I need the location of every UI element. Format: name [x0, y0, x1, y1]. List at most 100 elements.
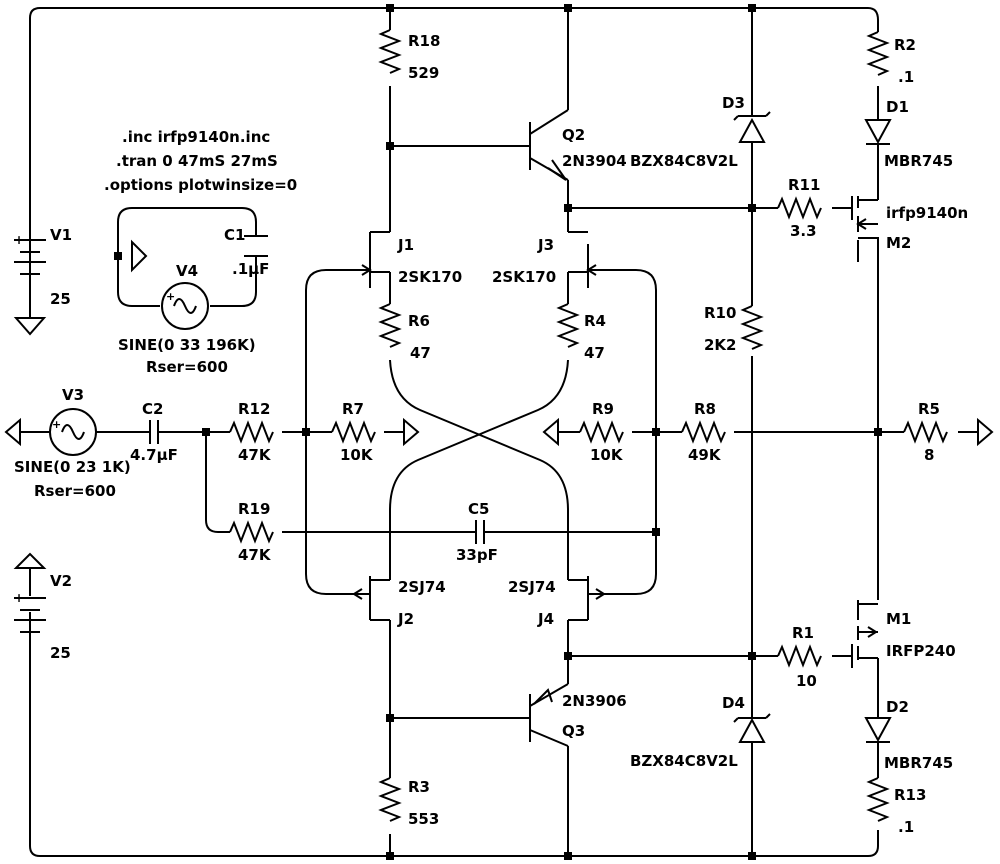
resistor-r12	[229, 422, 274, 442]
v2-plus-sign: +	[14, 591, 24, 605]
r3-ref: R3	[408, 778, 430, 796]
resistor-r2	[868, 31, 888, 76]
npn-transistor-q2	[529, 109, 569, 181]
r6-value: 47	[410, 344, 431, 362]
v4-ref: V4	[176, 262, 198, 280]
resistor-r5	[903, 422, 948, 442]
resistor-r10	[742, 305, 762, 350]
capacitor-c2	[149, 420, 159, 444]
v1-plus-sign: +	[14, 233, 24, 247]
v1-ref: V1	[50, 226, 72, 244]
directives-block: .inc irfp9140n.inc .tran 0 47mS 27mS .op…	[104, 128, 297, 194]
resistor-r8	[681, 422, 726, 442]
c5-value: 33pF	[456, 546, 498, 564]
r8-ref: R8	[694, 400, 716, 418]
d3-value: BZX84C8V2L	[630, 152, 738, 170]
q2-value: 2N3904	[562, 152, 627, 170]
m2-value: irfp9140n	[886, 204, 968, 222]
v1-value: 25	[50, 290, 71, 308]
ground-symbol-v4	[131, 239, 148, 273]
j3-ref: J3	[537, 236, 554, 254]
directive-options: .options plotwinsize=0	[104, 176, 297, 194]
v2-ref: V2	[50, 572, 72, 590]
p-mosfet-m2	[851, 196, 879, 262]
diode-d1	[864, 119, 892, 145]
input-port-arrow	[4, 417, 21, 447]
r13-ref: R13	[894, 786, 926, 804]
sine-source-v3	[49, 408, 97, 456]
resistor-r4	[558, 303, 578, 348]
p-jfet-j4	[568, 576, 606, 621]
r4-ref: R4	[584, 312, 606, 330]
v4-value: SINE(0 33 196K)	[118, 336, 256, 354]
v3-plus-sign: +	[52, 418, 61, 431]
r10-value: 2K2	[704, 336, 737, 354]
j1-ref: J1	[397, 236, 414, 254]
supply-arrow-v2	[13, 552, 47, 569]
j1-value: 2SK170	[398, 268, 462, 286]
d2-value: MBR745	[884, 754, 953, 772]
pnp-transistor-q3	[529, 656, 569, 747]
r12-value: 47K	[238, 446, 272, 464]
j2-value: 2SJ74	[398, 578, 446, 596]
r8-value: 49K	[688, 446, 722, 464]
c2-value: 4.7µF	[130, 446, 178, 464]
j4-value: 2SJ74	[508, 578, 556, 596]
r4-value: 47	[584, 344, 605, 362]
r1-value: 10	[796, 672, 817, 690]
r9-ref: R9	[592, 400, 614, 418]
v4-plus-sign: +	[166, 290, 175, 303]
r2-value: .1	[898, 68, 914, 86]
r2-ref: R2	[894, 36, 916, 54]
v4-rser: Rser=600	[146, 358, 228, 376]
net-label-arrow-r7	[403, 417, 420, 447]
directive-inc: .inc irfp9140n.inc	[122, 128, 270, 146]
r9-value: 10K	[590, 446, 624, 464]
c5-ref: C5	[468, 500, 489, 518]
resistor-r13	[868, 777, 888, 822]
q3-value: 2N3906	[562, 692, 627, 710]
j4-ref: J4	[537, 610, 554, 628]
r11-value: 3.3	[790, 222, 817, 240]
capacitor-c1	[244, 235, 268, 257]
resistor-r11	[777, 198, 822, 218]
r5-value: 8	[924, 446, 934, 464]
zener-diode-d3	[733, 111, 771, 143]
zener-diode-d4	[733, 713, 771, 743]
resistor-r7	[331, 422, 376, 442]
r11-ref: R11	[788, 176, 820, 194]
q3-ref: Q3	[562, 722, 585, 740]
d1-value: MBR745	[884, 152, 953, 170]
diode-d2	[864, 717, 892, 743]
r7-ref: R7	[342, 400, 364, 418]
ground-symbol-v1	[13, 317, 47, 336]
d3-ref: D3	[722, 94, 745, 112]
r19-value: 47K	[238, 546, 272, 564]
r5-ref: R5	[918, 400, 940, 418]
v3-ref: V3	[62, 386, 84, 404]
r3-value: 553	[408, 810, 439, 828]
c1-value: .1µF	[232, 260, 269, 278]
d4-ref: D4	[722, 694, 745, 712]
r12-ref: R12	[238, 400, 270, 418]
resistor-r1	[777, 646, 822, 666]
m2-ref: M2	[886, 234, 911, 252]
d4-value: BZX84C8V2L	[630, 752, 738, 770]
r7-value: 10K	[340, 446, 374, 464]
j2-ref: J2	[397, 610, 414, 628]
n-mosfet-m1	[851, 600, 878, 668]
net-label-arrow-r9	[542, 417, 559, 447]
r18-value: 529	[408, 64, 439, 82]
n-jfet-j1	[354, 231, 390, 288]
output-port-arrow	[977, 417, 994, 447]
c2-ref: C2	[142, 400, 163, 418]
m1-value: IRFP240	[886, 642, 956, 660]
j3-value: 2SK170	[492, 268, 556, 286]
battery-v2	[14, 590, 46, 648]
v2-value: 25	[50, 644, 71, 662]
q2-ref: Q2	[562, 126, 585, 144]
battery-v1	[14, 222, 46, 290]
capacitor-c5	[475, 520, 485, 544]
r1-ref: R1	[792, 624, 814, 642]
